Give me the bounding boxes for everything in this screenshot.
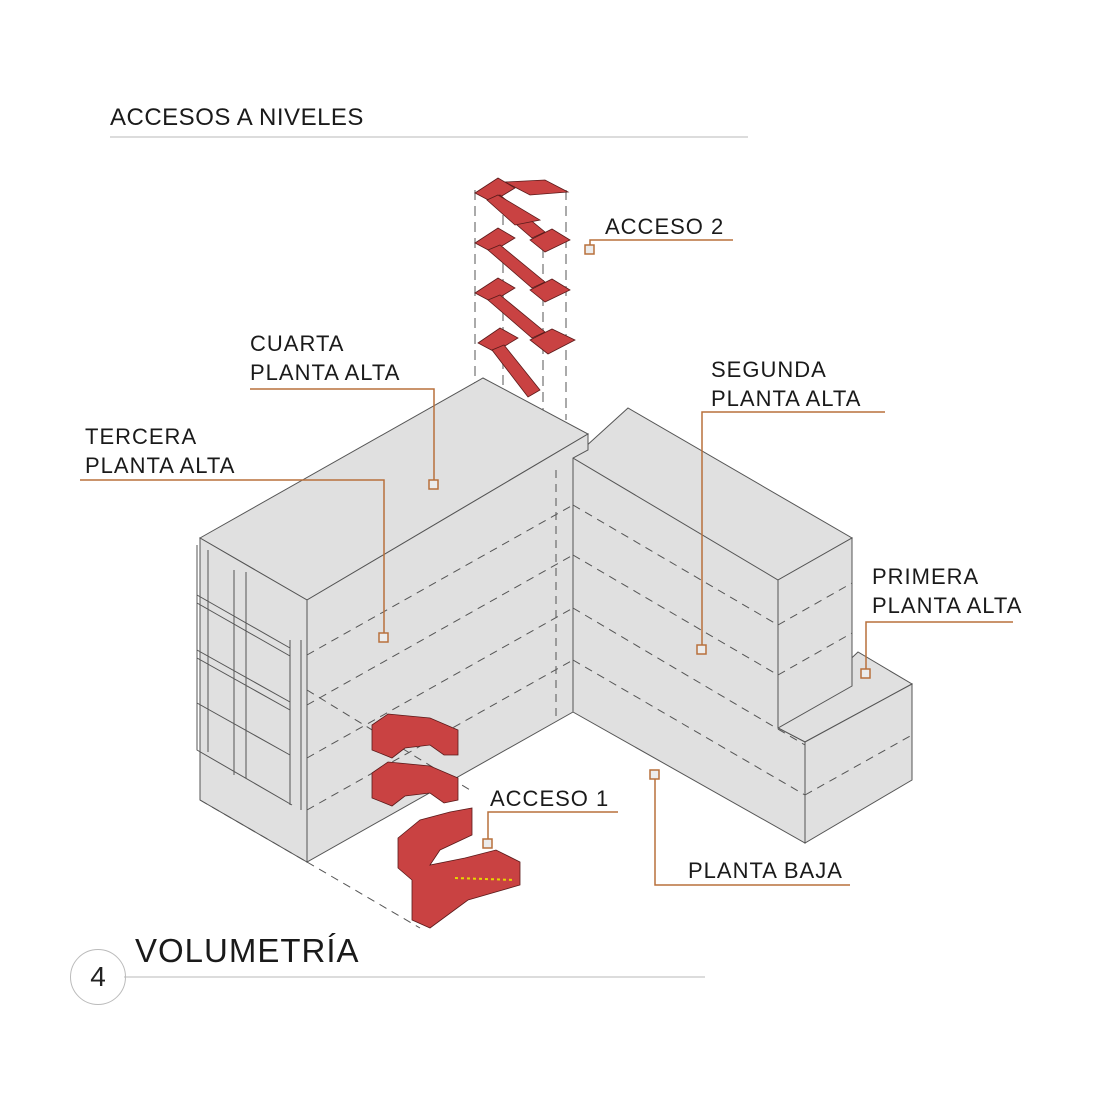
marker-cuarta — [428, 479, 439, 490]
marker-acceso-1 — [482, 838, 493, 849]
label-primera-planta-alta: PRIMERA PLANTA ALTA — [872, 562, 1022, 620]
label-line: PLANTA ALTA — [872, 593, 1023, 618]
leader-markers — [378, 244, 871, 849]
facade-frame — [196, 545, 302, 810]
leader-lines — [80, 239, 1013, 886]
marker-segunda — [696, 644, 707, 655]
label-line: SEGUNDA — [711, 357, 827, 382]
volume-segunda-planta — [572, 407, 854, 729]
marker-tercera — [378, 632, 389, 643]
stairs-acceso-2 — [474, 177, 576, 398]
label-line: TERCERA — [85, 424, 198, 449]
label-line: PLANTA ALTA — [250, 360, 401, 385]
stairs-acceso-1 — [371, 713, 521, 929]
label-line: PRIMERA — [872, 564, 980, 589]
label-acceso-1: ACCESO 1 — [490, 786, 610, 811]
label-planta-baja: PLANTA BAJA — [688, 858, 843, 883]
marker-acceso-2 — [584, 244, 595, 255]
label-line: PLANTA ALTA — [85, 453, 236, 478]
label-acceso-2: ACCESO 2 — [605, 214, 725, 239]
marker-planta-baja — [649, 769, 660, 780]
marker-primera — [860, 668, 871, 679]
label-tercera-planta-alta: TERCERA PLANTA ALTA — [85, 422, 235, 480]
figure-number-badge: 4 — [70, 949, 126, 1005]
floor-lines — [199, 458, 913, 929]
label-line: PLANTA ALTA — [711, 386, 862, 411]
volume-main-block — [198, 377, 590, 863]
label-line: CUARTA — [250, 331, 345, 356]
label-segunda-planta-alta: SEGUNDA PLANTA ALTA — [711, 355, 861, 413]
page-title: ACCESOS A NIVELES — [110, 104, 364, 131]
figure-title: VOLUMETRÍA — [135, 932, 360, 969]
label-cuarta-planta-alta: CUARTA PLANTA ALTA — [250, 329, 400, 387]
